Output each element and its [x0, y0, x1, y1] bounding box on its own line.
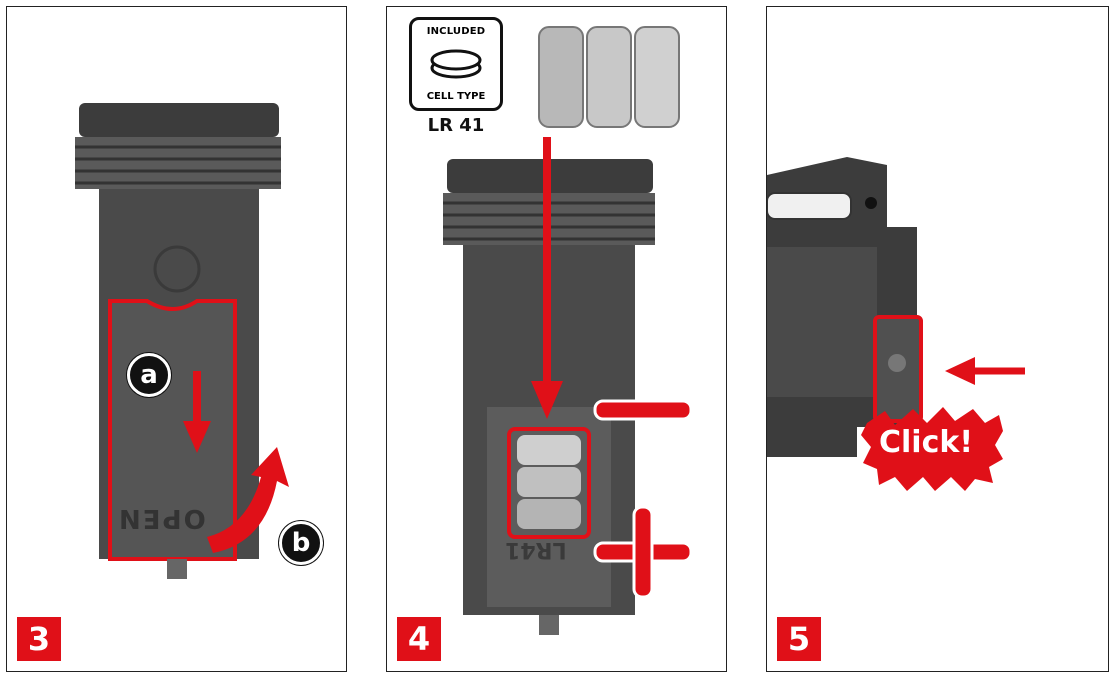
- battery-cap: [79, 103, 279, 137]
- step-4-illustration: [443, 26, 693, 635]
- device-screw: [865, 197, 877, 209]
- thread-lines: [75, 145, 281, 185]
- inserted-batteries: [517, 435, 581, 529]
- lift-arrow: [207, 447, 289, 553]
- minus-symbol: [593, 399, 693, 421]
- open-engraving: OPEN: [117, 503, 206, 533]
- cap-thread: [75, 137, 281, 189]
- step-5-illustration: [767, 157, 1025, 491]
- included-label: INCLUDED: [426, 26, 486, 37]
- included-cell-type-box: INCLUDED CELL TYPE: [409, 17, 503, 111]
- step-number-3: 3: [17, 617, 61, 661]
- device-slot: [767, 192, 852, 220]
- bottom-pin: [167, 559, 187, 579]
- callout-b: b: [279, 521, 323, 565]
- plus-symbol-vertical: [632, 505, 654, 599]
- loose-batteries: [538, 26, 680, 128]
- lr41-engraving: LR41: [505, 537, 567, 562]
- holder-knob: [888, 354, 906, 372]
- step-4-panel: INCLUDED CELL TYPE LR 41 LR41 4: [386, 6, 727, 672]
- insert-arrow-head: [531, 381, 563, 419]
- coin-cell-icon: [430, 49, 482, 79]
- callout-a: a: [127, 353, 171, 397]
- slide-arrow-head: [183, 421, 211, 453]
- inserted-batteries-outline: [507, 427, 591, 539]
- bottom-pin: [539, 615, 559, 635]
- click-label: Click!: [879, 425, 973, 460]
- step-3-panel: a b OPEN 3: [6, 6, 347, 672]
- cell-type-label: CELL TYPE: [426, 91, 486, 102]
- step-3-illustration: [75, 103, 289, 579]
- cell-name-label: LR 41: [427, 115, 485, 136]
- push-arrow-head: [945, 357, 975, 385]
- click-starburst: [861, 407, 1003, 491]
- step-number-4: 4: [397, 617, 441, 661]
- step-number-5: 5: [777, 617, 821, 661]
- step-5-panel: Click! 5: [766, 6, 1109, 672]
- device-side: [767, 247, 877, 397]
- body-circle-mark: [153, 245, 201, 293]
